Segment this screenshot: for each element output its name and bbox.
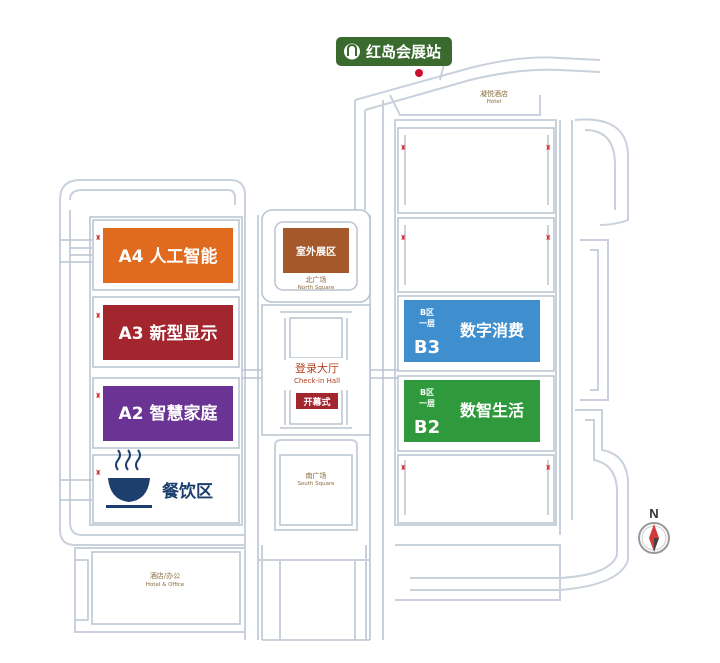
hall-a4[interactable]: A4 人工智能 [101, 226, 235, 285]
hall-b2-zone: B区 [420, 388, 434, 397]
svg-text:♜: ♜ [400, 144, 406, 152]
hotel-top-cn: 凝悦酒店 [480, 89, 508, 98]
hall-b2-floor: 一层 [419, 399, 435, 408]
outdoor-label: 室外展区 [296, 245, 336, 258]
station-name: 红岛会展站 [366, 43, 441, 61]
compass-label: N [649, 506, 658, 521]
hall-a2-label: A2 智慧家庭 [119, 403, 218, 424]
svg-text:♜: ♜ [400, 234, 406, 242]
svg-text:♜: ♜ [95, 312, 101, 320]
checkin-cn: 登录大厅 [295, 361, 339, 375]
hall-b3-name: 数字消费 [460, 321, 524, 340]
svg-text:♜: ♜ [95, 234, 101, 242]
hotel-office: 酒店/办公 Hotel & Office [146, 571, 185, 588]
hotel-top: 凝悦酒店 Hotel [480, 89, 508, 105]
metro-icon [344, 43, 360, 60]
hall-b3-floor: 一层 [419, 319, 435, 328]
hall-b3-code: B3 [414, 337, 440, 358]
south-square: 南广场 South Square [297, 471, 335, 487]
hotel-office-en: Hotel & Office [146, 582, 185, 588]
north-compass: N [638, 506, 670, 554]
svg-text:♜: ♜ [95, 392, 101, 400]
steaming-bowl-icon [106, 449, 152, 508]
south-square-cn: 南广场 [306, 471, 327, 480]
hall-b2-name: 数智生活 [460, 401, 524, 420]
hotel-top-en: Hotel [487, 99, 502, 105]
south-square-en: South Square [297, 481, 335, 487]
hall-a2[interactable]: A2 智慧家庭 [101, 384, 235, 443]
north-square-cn: 北广场 [306, 275, 327, 284]
svg-text:♜: ♜ [95, 469, 101, 477]
restroom-markers: ♜ ♜ ♜ ♜ ♜ ♜ ♜ ♜ ♜ ♜ [95, 144, 551, 477]
checkin-en: Check-in Hall [294, 377, 340, 385]
svg-text:♜: ♜ [400, 464, 406, 472]
hall-a4-label: A4 人工智能 [119, 246, 218, 267]
hall-b2-code: B2 [414, 417, 440, 438]
svg-text:♜: ♜ [545, 464, 551, 472]
opening-ceremony[interactable]: 开幕式 [296, 393, 338, 409]
north-square-en: North Square [298, 285, 335, 291]
svg-text:♜: ♜ [545, 234, 551, 242]
north-square: 北广场 North Square [298, 275, 335, 291]
outdoor-exhibition-area[interactable]: 室外展区 [283, 228, 349, 273]
metro-station[interactable]: 红岛会展站 [336, 37, 452, 77]
checkin-hall[interactable]: 登录大厅 Check-in Hall [288, 358, 346, 390]
hall-a3-label: A3 新型显示 [119, 323, 218, 344]
opening-label: 开幕式 [303, 396, 330, 408]
station-location-dot [415, 69, 423, 77]
hall-b2[interactable]: B区 一层 B2 数智生活 [404, 380, 540, 442]
hotel-office-cn: 酒店/办公 [150, 571, 180, 580]
dining-area[interactable]: 餐饮区 [106, 449, 213, 508]
hall-b3-zone: B区 [420, 308, 434, 317]
hall-b3[interactable]: B区 一层 B3 数字消费 [404, 300, 540, 362]
svg-text:♜: ♜ [545, 144, 551, 152]
hall-a3[interactable]: A3 新型显示 [101, 303, 235, 362]
dining-label: 餐饮区 [162, 481, 213, 502]
